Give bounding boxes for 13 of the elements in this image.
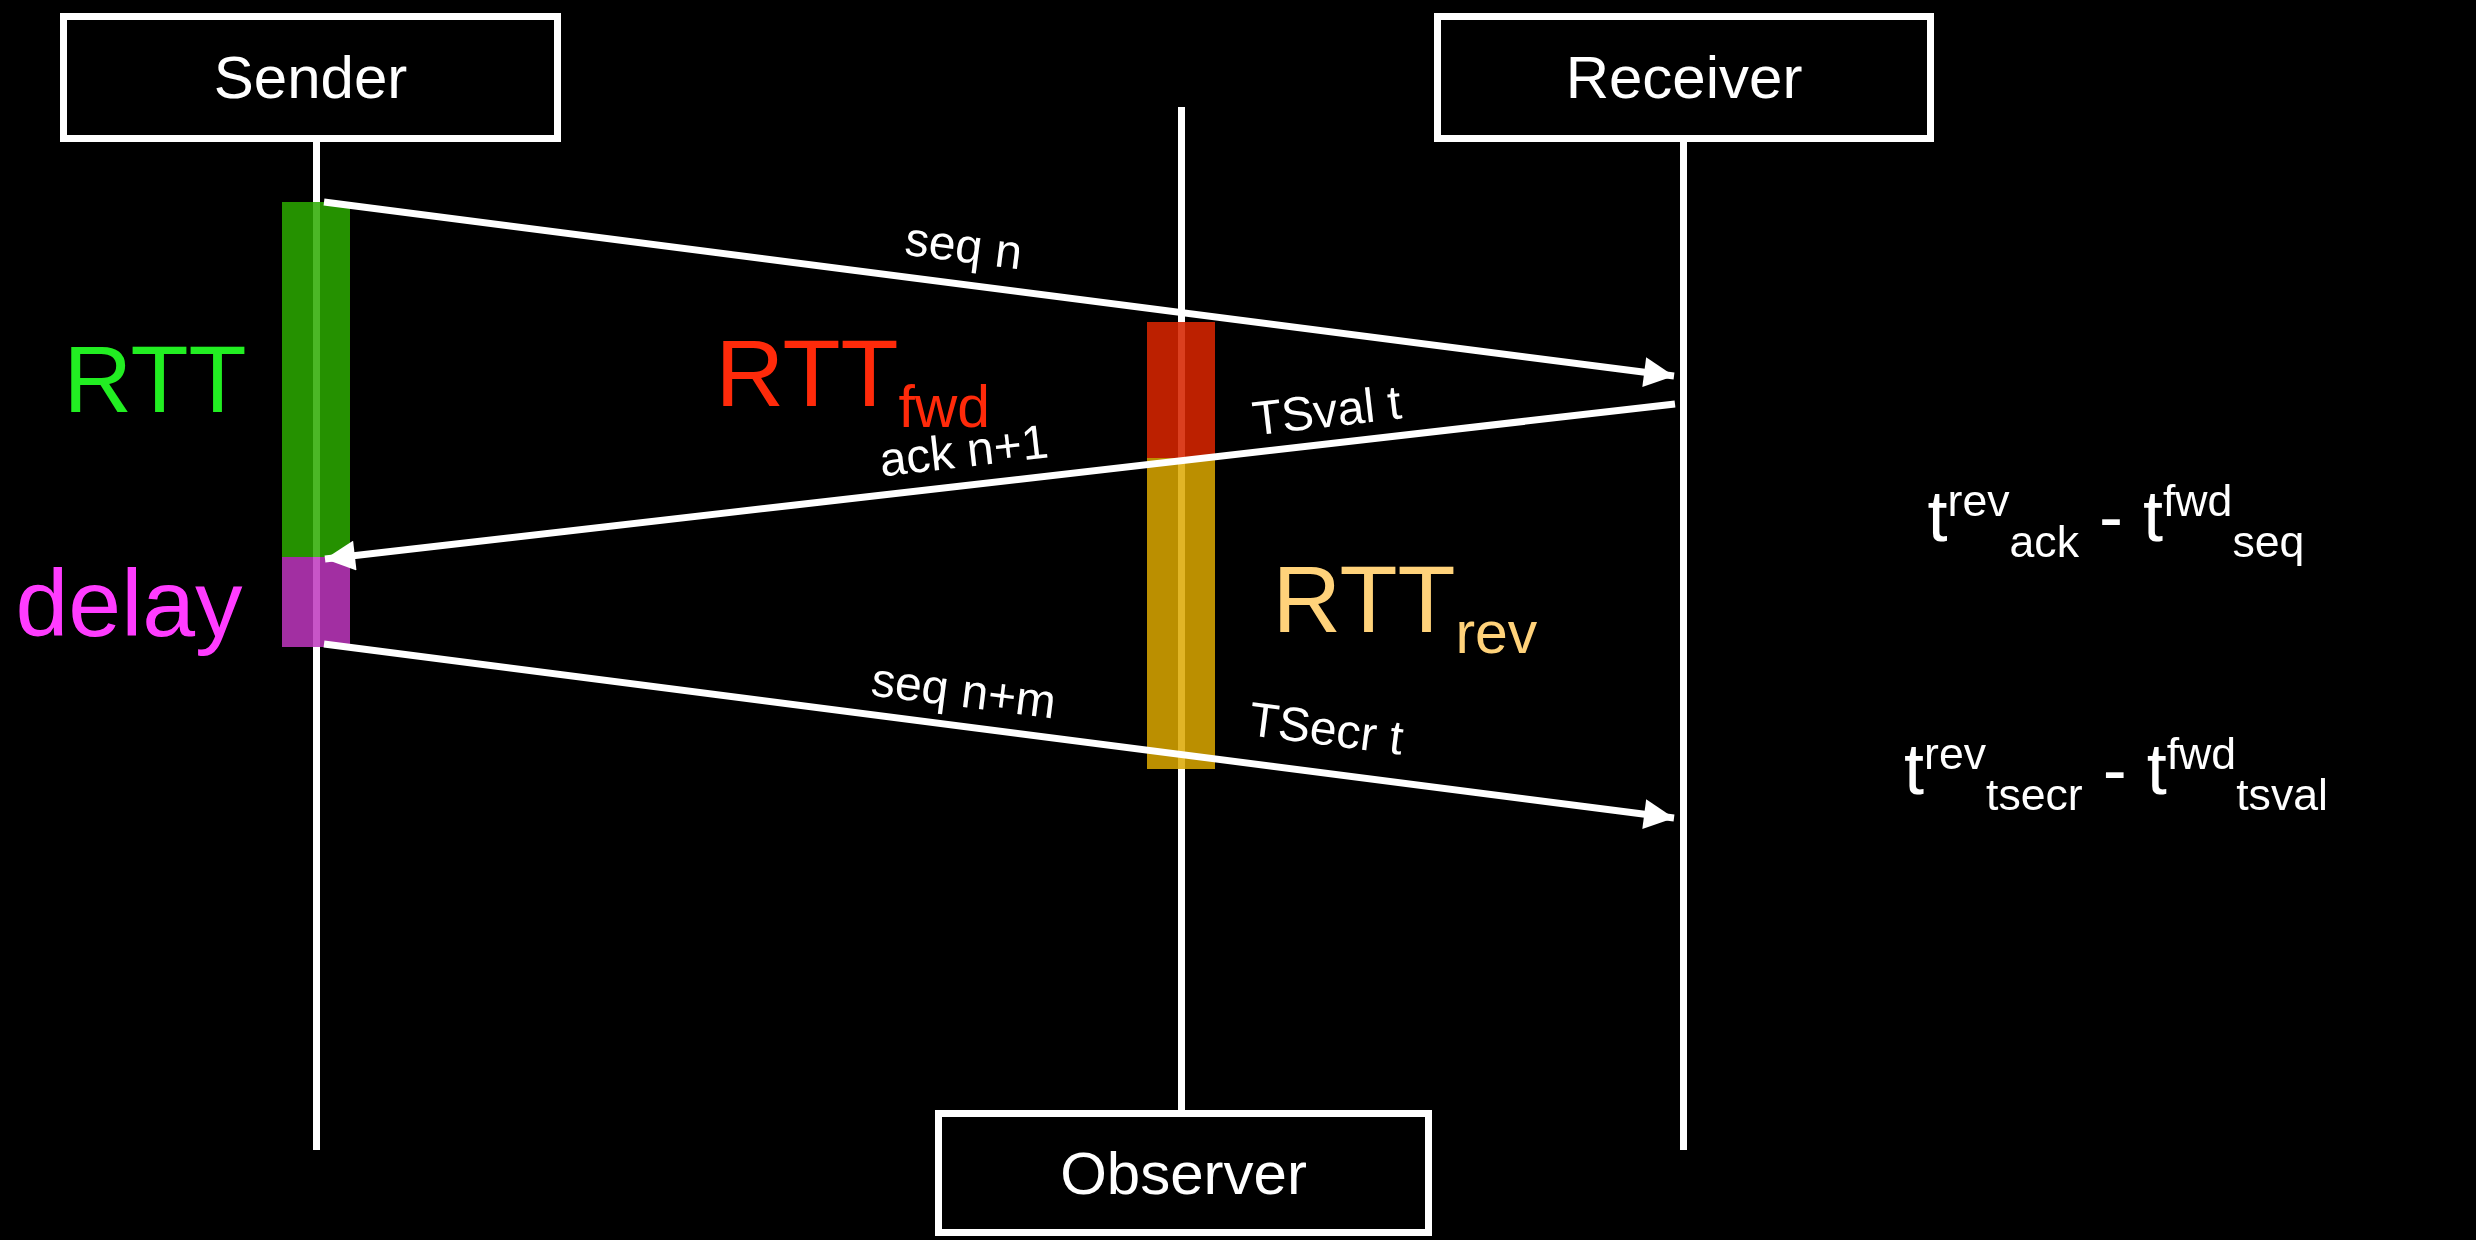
- interval-label: RTT$_{rev}$: [1272, 544, 1538, 666]
- field-label: TSval t: [1248, 374, 1404, 446]
- message-arrow: [323, 640, 1675, 830]
- message-arrow: [323, 198, 1675, 388]
- interval-label: delay: [15, 548, 243, 658]
- edge-label: seq n+m: [867, 651, 1059, 729]
- field-label: TSecr t: [1245, 690, 1407, 766]
- message-arrow: [324, 400, 1676, 571]
- participant-name: Observer: [1060, 1138, 1307, 1208]
- participant-name: Sender: [213, 43, 408, 112]
- participant-name: Receiver: [1565, 43, 1803, 112]
- edge-label: seq n: [901, 210, 1025, 280]
- interval-label: RTT: [63, 324, 247, 434]
